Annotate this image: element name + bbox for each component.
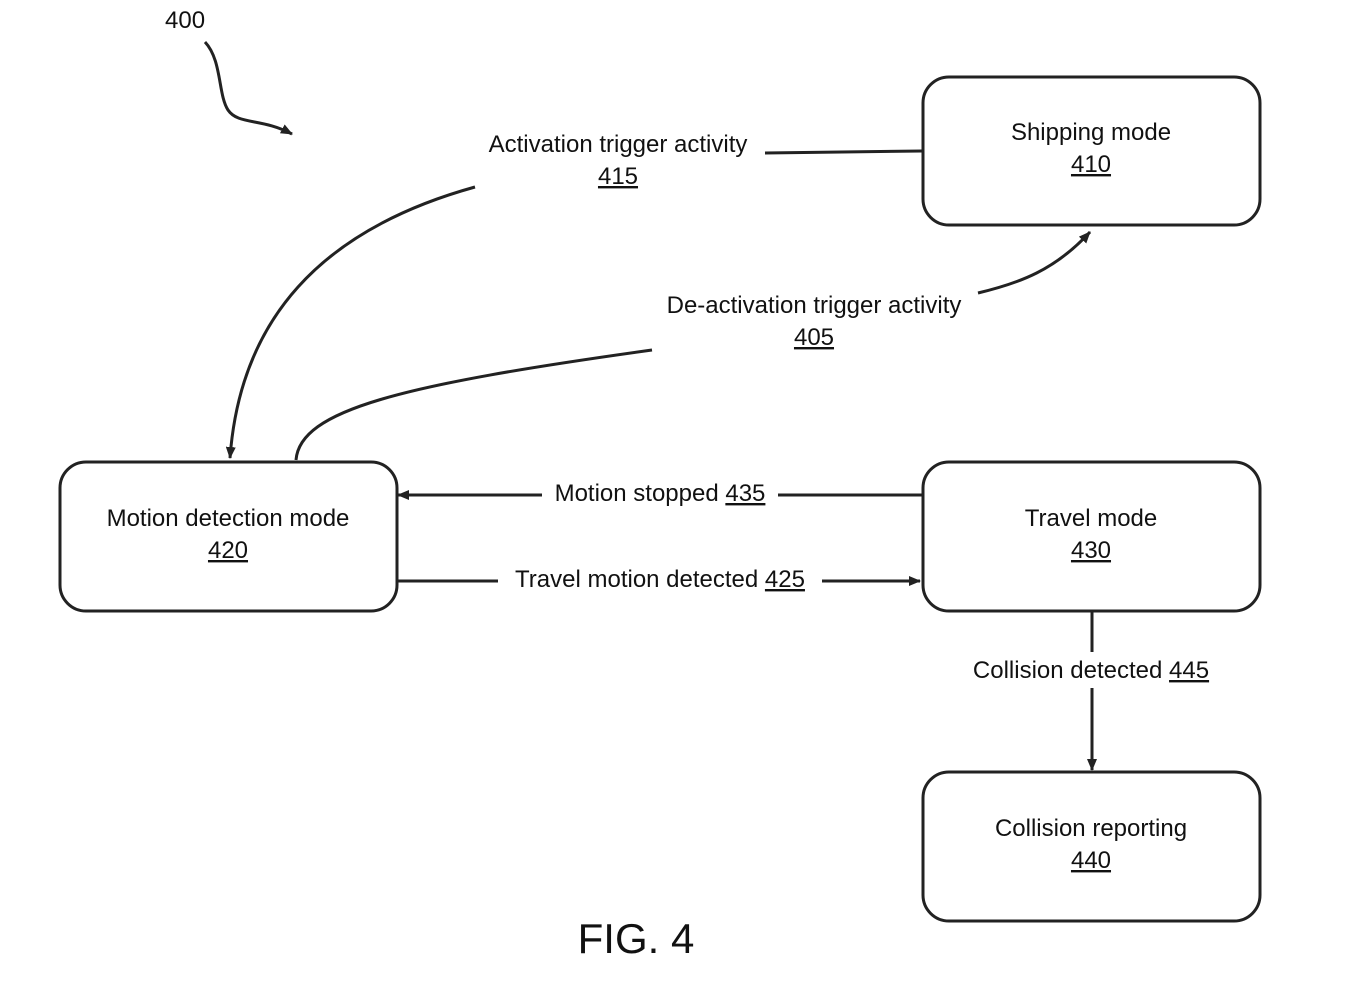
- activation-edge-arrow: [230, 187, 475, 458]
- activation-edge-label: Activation trigger activity 415: [489, 131, 748, 190]
- deactivation-label-text: De-activation trigger activity: [667, 292, 962, 319]
- collision-label: Collision detected 445: [973, 657, 1209, 684]
- collision-reporting-ref: 440: [1071, 847, 1111, 874]
- travel-mode-node: Travel mode 430: [923, 462, 1260, 611]
- motion-detection-mode-ref: 420: [208, 537, 248, 564]
- motion-stopped-label: Motion stopped 435: [555, 480, 766, 507]
- shipping-mode-ref: 410: [1071, 151, 1111, 178]
- figure-ref-label: 400: [165, 7, 205, 34]
- collision-label-text: Collision detected: [973, 657, 1162, 684]
- travel-motion-label-text: Travel motion detected: [515, 566, 758, 593]
- collision-label-ref: 445: [1169, 657, 1209, 684]
- motion-stopped-label-text: Motion stopped: [555, 480, 719, 507]
- motion-detection-mode-node: Motion detection mode 420: [60, 462, 397, 611]
- figure-caption: FIG. 4: [578, 915, 695, 962]
- shipping-mode-node: Shipping mode 410: [923, 77, 1260, 225]
- deactivation-label-ref: 405: [794, 324, 834, 351]
- travel-mode-ref: 430: [1071, 537, 1111, 564]
- motion-stopped-label-ref: 435: [725, 480, 765, 507]
- collision-reporting-node: Collision reporting 440: [923, 772, 1260, 921]
- shipping-mode-title: Shipping mode: [1011, 119, 1171, 146]
- activation-edge-line-top: [765, 151, 922, 153]
- figure-ref-pointer: [205, 42, 292, 134]
- activation-label-text: Activation trigger activity: [489, 131, 748, 158]
- travel-mode-title: Travel mode: [1025, 505, 1158, 532]
- travel-motion-label-ref: 425: [765, 566, 805, 593]
- deactivation-edge-label: De-activation trigger activity 405: [667, 292, 962, 351]
- collision-reporting-title: Collision reporting: [995, 815, 1187, 842]
- travel-motion-label: Travel motion detected 425: [515, 566, 805, 593]
- deactivation-edge-line: [296, 350, 652, 460]
- activation-label-ref: 415: [598, 163, 638, 190]
- motion-detection-mode-title: Motion detection mode: [107, 505, 350, 532]
- deactivation-edge-arrow: [978, 232, 1090, 293]
